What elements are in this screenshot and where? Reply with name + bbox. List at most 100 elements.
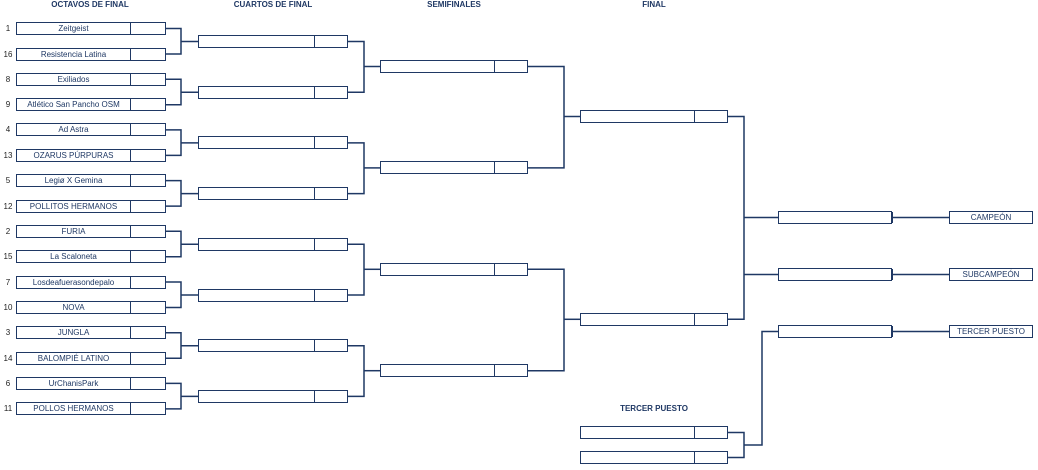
r16-slot-2-score[interactable] bbox=[129, 49, 165, 60]
qf-slot-8[interactable] bbox=[198, 389, 348, 403]
r16-slot-5[interactable]: Ad Astra bbox=[16, 123, 166, 137]
qf-slot-8-score[interactable] bbox=[313, 391, 347, 402]
r16-slot-11[interactable]: Losdeafuerasondepalo bbox=[16, 275, 166, 289]
final-slot-1-score[interactable] bbox=[693, 111, 727, 122]
qf-slot-6-team bbox=[199, 289, 315, 301]
header-quarterfinals: CUARTOS DE FINAL bbox=[233, 0, 313, 9]
r16-slot-13[interactable]: JUNGLA bbox=[16, 326, 166, 340]
r16-slot-12[interactable]: NOVA bbox=[16, 301, 166, 314]
qf-slot-5[interactable] bbox=[198, 237, 348, 251]
seed-number: 3 bbox=[5, 328, 11, 338]
qf-slot-7-team bbox=[199, 340, 315, 352]
qf-connector-2-join bbox=[348, 142, 365, 195]
r16-slot-16[interactable]: POLLOS HERMANOS bbox=[16, 402, 166, 416]
sf-slot-2-score[interactable] bbox=[493, 162, 527, 173]
qf-slot-5-score[interactable] bbox=[313, 239, 347, 250]
final-slot-1[interactable] bbox=[580, 110, 728, 123]
r16-slot-16-team: POLLOS HERMANOS bbox=[17, 403, 131, 415]
r16-slot-12-score[interactable] bbox=[129, 302, 165, 313]
sf-slot-3-team bbox=[381, 263, 495, 275]
third-place-slot-2-score[interactable] bbox=[693, 452, 727, 463]
r16-connector-3-join bbox=[166, 129, 182, 157]
qf-slot-6-score[interactable] bbox=[313, 290, 347, 301]
third-place-winner-slot[interactable] bbox=[778, 325, 893, 338]
sf-slot-1[interactable] bbox=[380, 60, 528, 73]
r16-slot-6-score[interactable] bbox=[129, 150, 165, 161]
r16-slot-16-score[interactable] bbox=[129, 403, 165, 414]
third-place-slot-2[interactable] bbox=[580, 451, 728, 464]
qf-slot-1-score[interactable] bbox=[313, 36, 347, 47]
qf-connector-3-join bbox=[348, 243, 365, 296]
champion-slot-team bbox=[779, 212, 893, 223]
seed-number: 7 bbox=[5, 277, 11, 287]
r16-slot-9-score[interactable] bbox=[129, 226, 165, 237]
qf-slot-4-score[interactable] bbox=[313, 188, 347, 199]
sf-slot-4-score[interactable] bbox=[493, 365, 527, 376]
qf-slot-7-score[interactable] bbox=[313, 340, 347, 351]
sf-slot-4-team bbox=[381, 365, 495, 377]
sf-connector-2-join bbox=[528, 268, 565, 372]
qf-slot-4-team bbox=[199, 188, 315, 200]
r16-slot-15[interactable]: UrChanisPark bbox=[16, 376, 166, 390]
r16-slot-7-team: Legiø X Gemina bbox=[17, 175, 131, 187]
final-slot-2[interactable] bbox=[580, 312, 728, 326]
qf-slot-6[interactable] bbox=[198, 288, 348, 302]
r16-slot-1[interactable]: Zeitgeist bbox=[16, 22, 166, 35]
champion-slot[interactable] bbox=[778, 211, 893, 224]
third-place-slot-1-score[interactable] bbox=[693, 427, 727, 438]
r16-slot-7[interactable]: Legiø X Gemina bbox=[16, 174, 166, 188]
r16-slot-9[interactable]: FURIA bbox=[16, 224, 166, 238]
r16-slot-14-team: BALOMPIÉ LATINO bbox=[17, 352, 131, 364]
r16-slot-10-score[interactable] bbox=[129, 251, 165, 262]
third-place-slot-1[interactable] bbox=[580, 426, 728, 439]
seed-number: 16 bbox=[3, 49, 13, 59]
seed-number: 14 bbox=[3, 353, 13, 363]
qf-slot-2-score[interactable] bbox=[313, 87, 347, 98]
r16-slot-4-team: Atlético San Pancho OSM bbox=[17, 99, 131, 111]
r16-slot-8-score[interactable] bbox=[129, 201, 165, 212]
sf-slot-3[interactable] bbox=[380, 262, 528, 276]
qf-connector-4-join bbox=[348, 344, 365, 398]
final-slot-1-team bbox=[581, 111, 695, 122]
r16-slot-15-score[interactable] bbox=[129, 378, 165, 389]
qf-slot-1[interactable] bbox=[198, 35, 348, 48]
qf-slot-1-team bbox=[199, 36, 315, 47]
sf-slot-3-score[interactable] bbox=[493, 264, 527, 275]
r16-slot-8[interactable]: POLLITOS HERMANOS bbox=[16, 199, 166, 213]
r16-slot-6[interactable]: OZARUS PÚRPURAS bbox=[16, 148, 166, 162]
qf-slot-3-score[interactable] bbox=[313, 137, 347, 148]
seed-number: 1 bbox=[5, 24, 11, 33]
r16-connector-4-join bbox=[166, 179, 182, 207]
qf-slot-7[interactable] bbox=[198, 339, 348, 353]
r16-slot-4[interactable]: Atlético San Pancho OSM bbox=[16, 98, 166, 112]
seed-number: 12 bbox=[3, 201, 13, 211]
sf-connector-1-join bbox=[528, 65, 565, 169]
qf-slot-2[interactable] bbox=[198, 85, 348, 99]
runner-up-slot[interactable] bbox=[778, 268, 893, 281]
seed-number: 4 bbox=[5, 125, 11, 135]
r16-slot-15-team: UrChanisPark bbox=[17, 377, 131, 389]
r16-slot-5-score[interactable] bbox=[129, 124, 165, 135]
r16-slot-14-score[interactable] bbox=[129, 353, 165, 364]
r16-slot-1-score[interactable] bbox=[129, 23, 165, 34]
sf-slot-2-team bbox=[381, 162, 495, 174]
r16-slot-8-team: POLLITOS HERMANOS bbox=[17, 200, 131, 212]
third-place-winner-slot-team bbox=[779, 326, 893, 337]
r16-slot-11-score[interactable] bbox=[129, 277, 165, 288]
seed-number: 10 bbox=[3, 303, 13, 312]
sf-slot-1-score[interactable] bbox=[493, 61, 527, 72]
r16-slot-4-score[interactable] bbox=[129, 99, 165, 110]
r16-slot-3-score[interactable] bbox=[129, 74, 165, 85]
r16-slot-3[interactable]: Exiliados bbox=[16, 72, 166, 86]
r16-slot-10[interactable]: La Scaloneta bbox=[16, 250, 166, 264]
r16-slot-14[interactable]: BALOMPIÉ LATINO bbox=[16, 351, 166, 365]
sf-slot-2[interactable] bbox=[380, 161, 528, 175]
sf-slot-4[interactable] bbox=[380, 364, 528, 378]
final-slot-2-score[interactable] bbox=[693, 314, 727, 325]
r16-slot-2-team: Resistencia Latina bbox=[17, 48, 131, 60]
r16-slot-13-score[interactable] bbox=[129, 327, 165, 338]
r16-slot-2[interactable]: Resistencia Latina bbox=[16, 47, 166, 61]
qf-slot-4[interactable] bbox=[198, 187, 348, 201]
qf-slot-3[interactable] bbox=[198, 136, 348, 150]
r16-slot-7-score[interactable] bbox=[129, 175, 165, 186]
